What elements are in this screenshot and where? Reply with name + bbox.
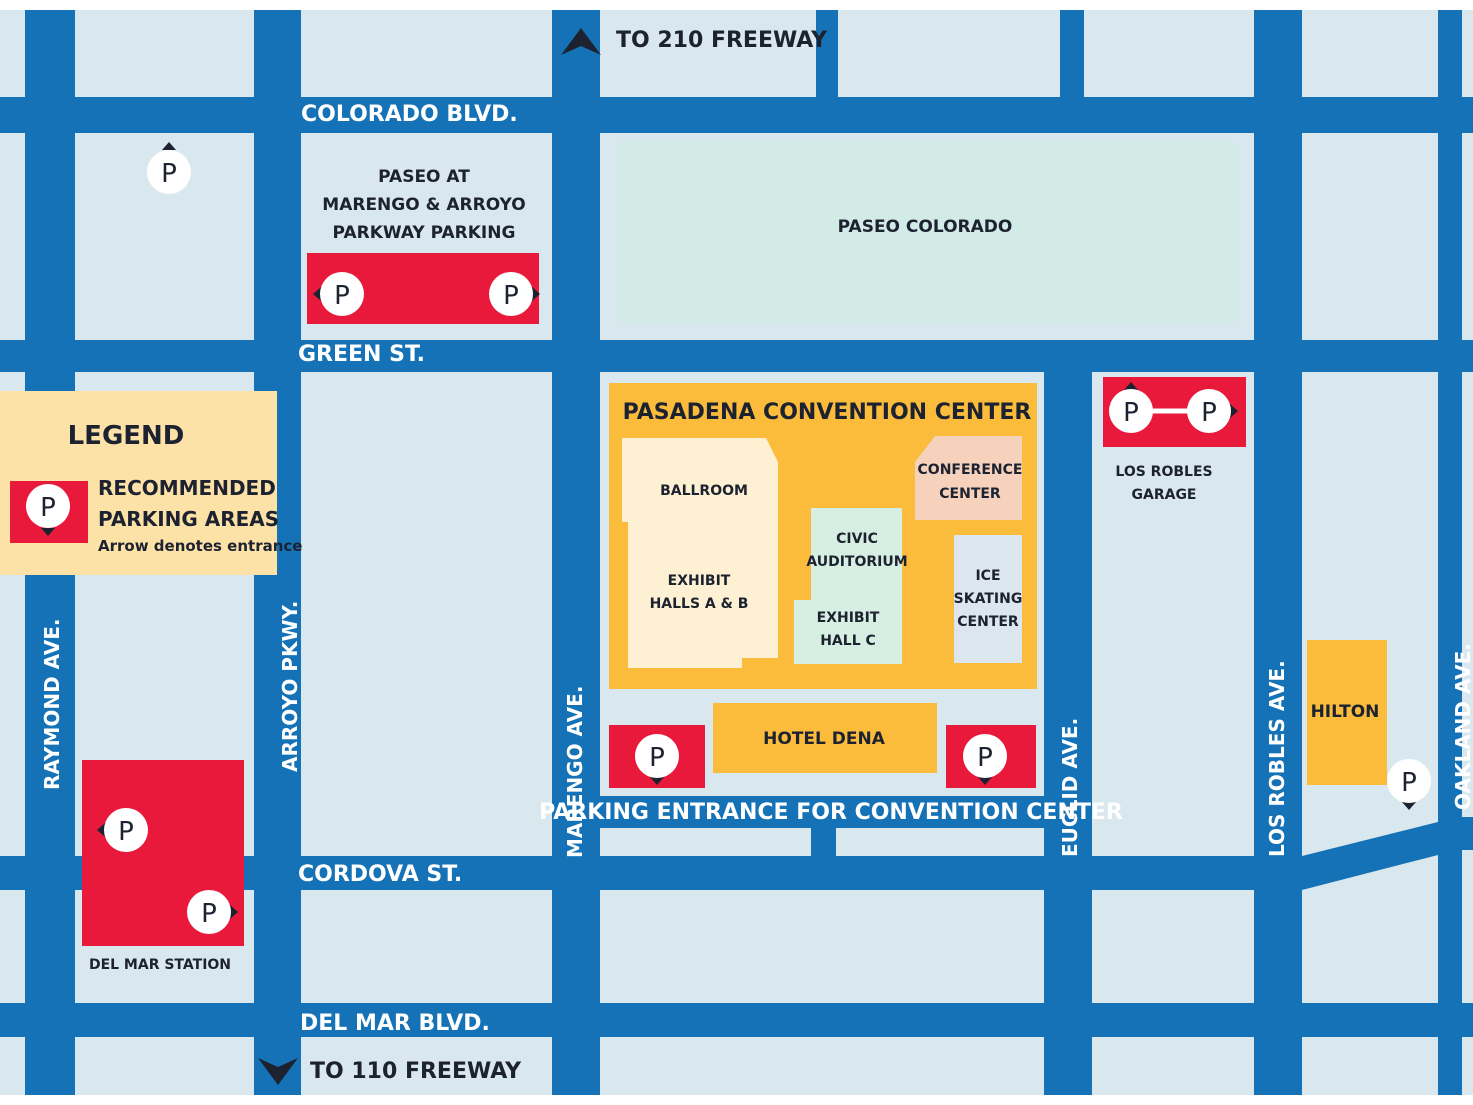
- ballroom-exhibit-ab-area: [622, 438, 778, 668]
- entrance-arrow-icon: [230, 905, 238, 919]
- entrance-arrow-icon: [41, 528, 55, 536]
- exhibit-c-label-1: EXHIBIT: [817, 610, 880, 626]
- parking-icon: [489, 272, 533, 316]
- conference-label-2: CENTER: [939, 486, 1001, 502]
- parking-symbol: P: [503, 281, 519, 311]
- parking-icon: [187, 890, 231, 934]
- entrance-arrow-icon: [1402, 802, 1416, 810]
- street-label-oakland: OAKLAND AVE.: [1451, 643, 1473, 810]
- exhibit-ab-label-1: EXHIBIT: [668, 573, 731, 589]
- hotel-dena-label: HOTEL DENA: [763, 729, 886, 749]
- ice-label-1: ICE: [975, 568, 1000, 584]
- parking-icon: [147, 150, 191, 194]
- parking-icon: [1109, 389, 1153, 433]
- del-mar-station-label: DEL MAR STATION: [89, 957, 231, 973]
- civic-exhibit-c-area: [794, 508, 902, 664]
- parking-symbol: P: [649, 743, 665, 773]
- civic-label-1: CIVIC: [836, 531, 878, 547]
- paseo-parking-label-1: PASEO AT: [378, 167, 470, 187]
- south-arrow-icon: [258, 1058, 298, 1085]
- entrance-arrow-icon: [162, 142, 176, 150]
- conference-label-1: CONFERENCE: [918, 462, 1023, 478]
- legend-label-1: RECOMMENDED: [98, 476, 276, 500]
- entrance-arrow-icon: [1230, 404, 1238, 418]
- los-robles-garage-label-2: GARAGE: [1132, 487, 1197, 503]
- legend-label-2: PARKING AREAS: [98, 507, 279, 531]
- paseo-colorado-block: [617, 142, 1237, 323]
- street-label-del-mar: DEL MAR BLVD.: [300, 1011, 490, 1036]
- parking-symbol: P: [201, 899, 217, 929]
- paseo-parking-label-2: MARENGO & ARROYO: [322, 195, 525, 215]
- convention-center-label: PASADENA CONVENTION CENTER: [623, 400, 1032, 425]
- parking-icon: [635, 734, 679, 778]
- street-label-marengo: MARENGO AVE.: [563, 686, 587, 858]
- ice-skating-area: [954, 535, 1022, 663]
- parking-symbol: P: [334, 281, 350, 311]
- parking-symbol: P: [118, 817, 134, 847]
- paseo-colorado-label: PASEO COLORADO: [838, 217, 1013, 237]
- ice-label-3: CENTER: [957, 614, 1019, 630]
- parking-icon: [320, 272, 364, 316]
- parking-markers: P P P P P P P P P P: [26, 142, 1431, 934]
- north-arrow-icon: [561, 28, 601, 55]
- paseo-parking-label-3: PARKWAY PARKING: [333, 223, 516, 243]
- parking-symbol: P: [977, 743, 993, 773]
- street-label-arroyo: ARROYO PKWY.: [278, 601, 302, 772]
- parking-icon: [963, 734, 1007, 778]
- hotel-dena-block: [713, 703, 937, 773]
- hilton-label: HILTON: [1311, 702, 1380, 722]
- parking-symbol: P: [1123, 398, 1139, 428]
- entrance-arrow-icon: [1124, 382, 1138, 390]
- direction-north-label: TO 210 FREEWAY: [616, 28, 828, 53]
- parking-entrance-label: PARKING ENTRANCE FOR CONVENTION CENTER: [539, 800, 1123, 825]
- conference-center-area: [915, 436, 1022, 520]
- exhibit-c-label-2: HALL C: [820, 633, 876, 649]
- street-label-colorado: COLORADO BLVD.: [301, 102, 518, 127]
- parking-icon: [26, 484, 70, 528]
- ice-label-2: SKATING: [954, 591, 1023, 607]
- street-label-los-robles: LOS ROBLES AVE.: [1265, 660, 1289, 857]
- entrance-arrow-icon: [313, 287, 321, 301]
- map-top-margin: [0, 0, 1473, 10]
- los-robles-garage-label-1: LOS ROBLES: [1115, 464, 1212, 480]
- exhibit-ab-label-2: HALLS A & B: [650, 596, 749, 612]
- street-label-cordova: CORDOVA ST.: [298, 862, 462, 887]
- parking-icon: [104, 808, 148, 852]
- entrance-arrow-icon: [978, 777, 992, 785]
- parking-icon: [1387, 759, 1431, 803]
- ballroom-label: BALLROOM: [660, 483, 748, 499]
- civic-label-2: AUDITORIUM: [806, 554, 907, 570]
- legend-note: Arrow denotes entrance: [98, 537, 302, 555]
- street-label-raymond: RAYMOND AVE.: [40, 618, 64, 790]
- parking-icon: [1187, 389, 1231, 433]
- hilton-block: [1307, 640, 1387, 785]
- parking-symbol: P: [40, 493, 56, 523]
- parking-symbol: P: [1401, 768, 1417, 798]
- legend-title: LEGEND: [68, 421, 185, 451]
- entrance-arrow-icon: [97, 823, 105, 837]
- entrance-arrow-icon: [532, 287, 540, 301]
- parking-symbol: P: [161, 159, 177, 189]
- street-label-green: GREEN ST.: [298, 342, 425, 367]
- parking-symbol: P: [1201, 398, 1217, 428]
- entrance-arrow-icon: [650, 777, 664, 785]
- direction-south-label: TO 110 FREEWAY: [310, 1059, 522, 1084]
- street-label-euclid: EUCLID AVE.: [1058, 718, 1082, 857]
